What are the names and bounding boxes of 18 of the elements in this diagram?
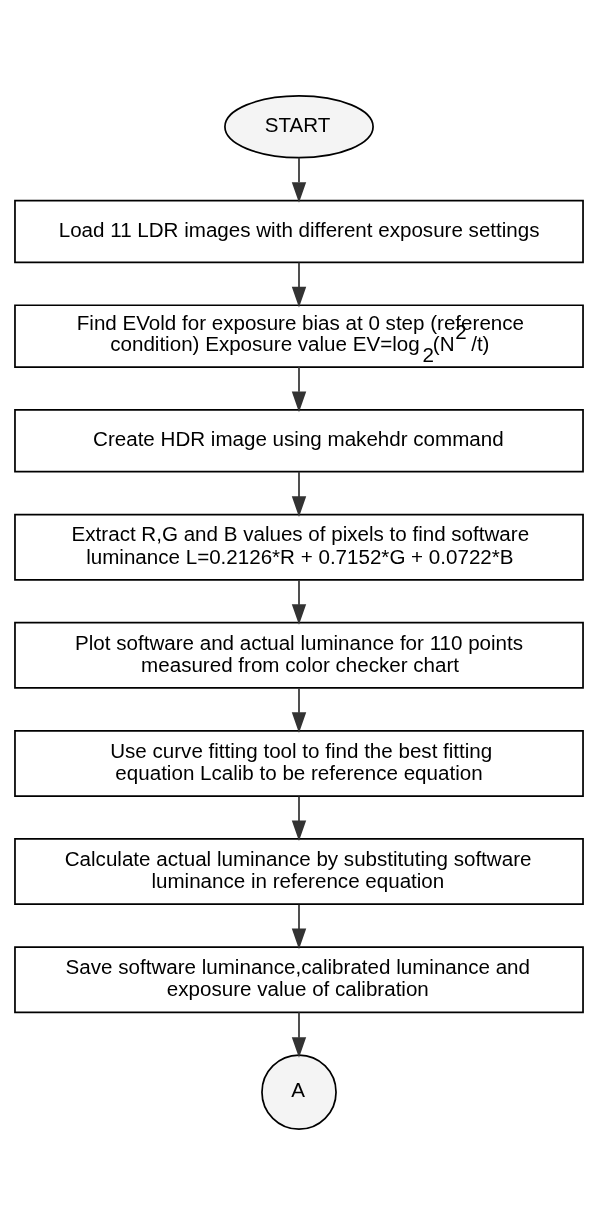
node-box: Use curve fitting tool to find the best fitting equation Lcalib to be reference equation bbox=[14, 730, 584, 797]
arrow bbox=[291, 261, 307, 308]
node-box: Calculate actual luminance by substituting software luminance in reference equation bbox=[14, 838, 584, 906]
arrow bbox=[291, 366, 307, 413]
node-ellipse: START bbox=[224, 95, 374, 159]
node-box: Plot software and actual luminance for 110 points measured from color checker chart bbox=[14, 621, 584, 689]
node-box: Extract R,G and B values of pixels to find software luminance L=0.2126*R + 0.7152*G + 0.0722*B bbox=[14, 513, 584, 581]
arrow bbox=[291, 470, 307, 517]
node-box: Save software luminance,calibrated luminance and exposure value of calibration bbox=[14, 946, 584, 1014]
node-circle: A bbox=[261, 1054, 337, 1131]
node-box: Load 11 LDR images with different exposure settings bbox=[14, 199, 584, 264]
arrow bbox=[291, 1011, 307, 1058]
node-box: Create HDR image using makehdr command bbox=[14, 409, 584, 473]
arrow bbox=[291, 156, 307, 203]
arrow bbox=[291, 795, 307, 842]
arrow bbox=[291, 687, 307, 733]
arrow bbox=[291, 903, 307, 950]
arrow bbox=[291, 579, 307, 625]
